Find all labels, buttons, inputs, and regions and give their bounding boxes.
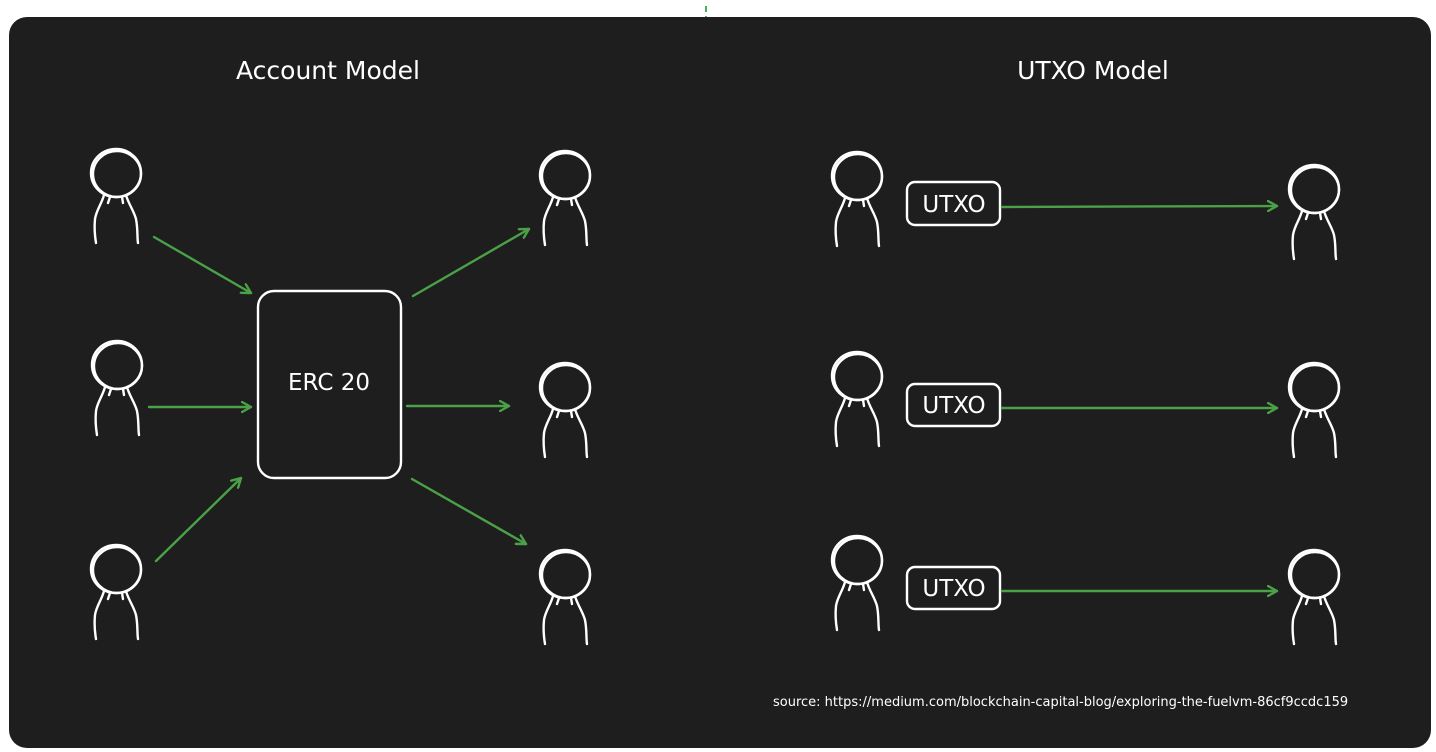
user-icon (830, 350, 884, 448)
canvas-divider-marker (705, 6, 707, 22)
source-caption: source: https://medium.com/blockchain-ca… (773, 695, 1348, 710)
utxo-arrow (1000, 206, 1279, 207)
utxo-label: UTXO (922, 393, 985, 419)
user-icon (830, 534, 884, 632)
utxo-box (905, 180, 1002, 227)
diagram-canvas: Account Model UTXO Model ERC 20 UTXO UTX… (9, 17, 1431, 748)
arrow-in-1 (152, 235, 253, 295)
user-icon (1287, 361, 1341, 459)
user-icon (90, 339, 144, 437)
arrow-in-3 (154, 476, 243, 563)
arrow-out-3 (410, 477, 528, 546)
erc20-contract-label: ERC 20 (288, 370, 370, 396)
user-icon (89, 543, 143, 641)
user-icon (538, 361, 592, 459)
diagram-svg: Account Model UTXO Model ERC 20 UTXO UTX… (89, 56, 1348, 710)
user-icon (89, 147, 143, 245)
account-model-title: Account Model (236, 56, 420, 85)
user-icon (830, 150, 884, 248)
utxo-model-title: UTXO Model (1017, 56, 1169, 85)
user-icon (538, 548, 592, 646)
utxo-label: UTXO (922, 192, 985, 218)
arrow-out-1 (411, 227, 531, 298)
utxo-label: UTXO (922, 576, 985, 602)
user-icon (538, 149, 592, 247)
user-icon (1287, 163, 1341, 261)
erc20-contract-box (256, 289, 403, 480)
utxo-box (905, 382, 1002, 428)
utxo-box (905, 565, 1002, 611)
user-icon (1287, 548, 1341, 646)
